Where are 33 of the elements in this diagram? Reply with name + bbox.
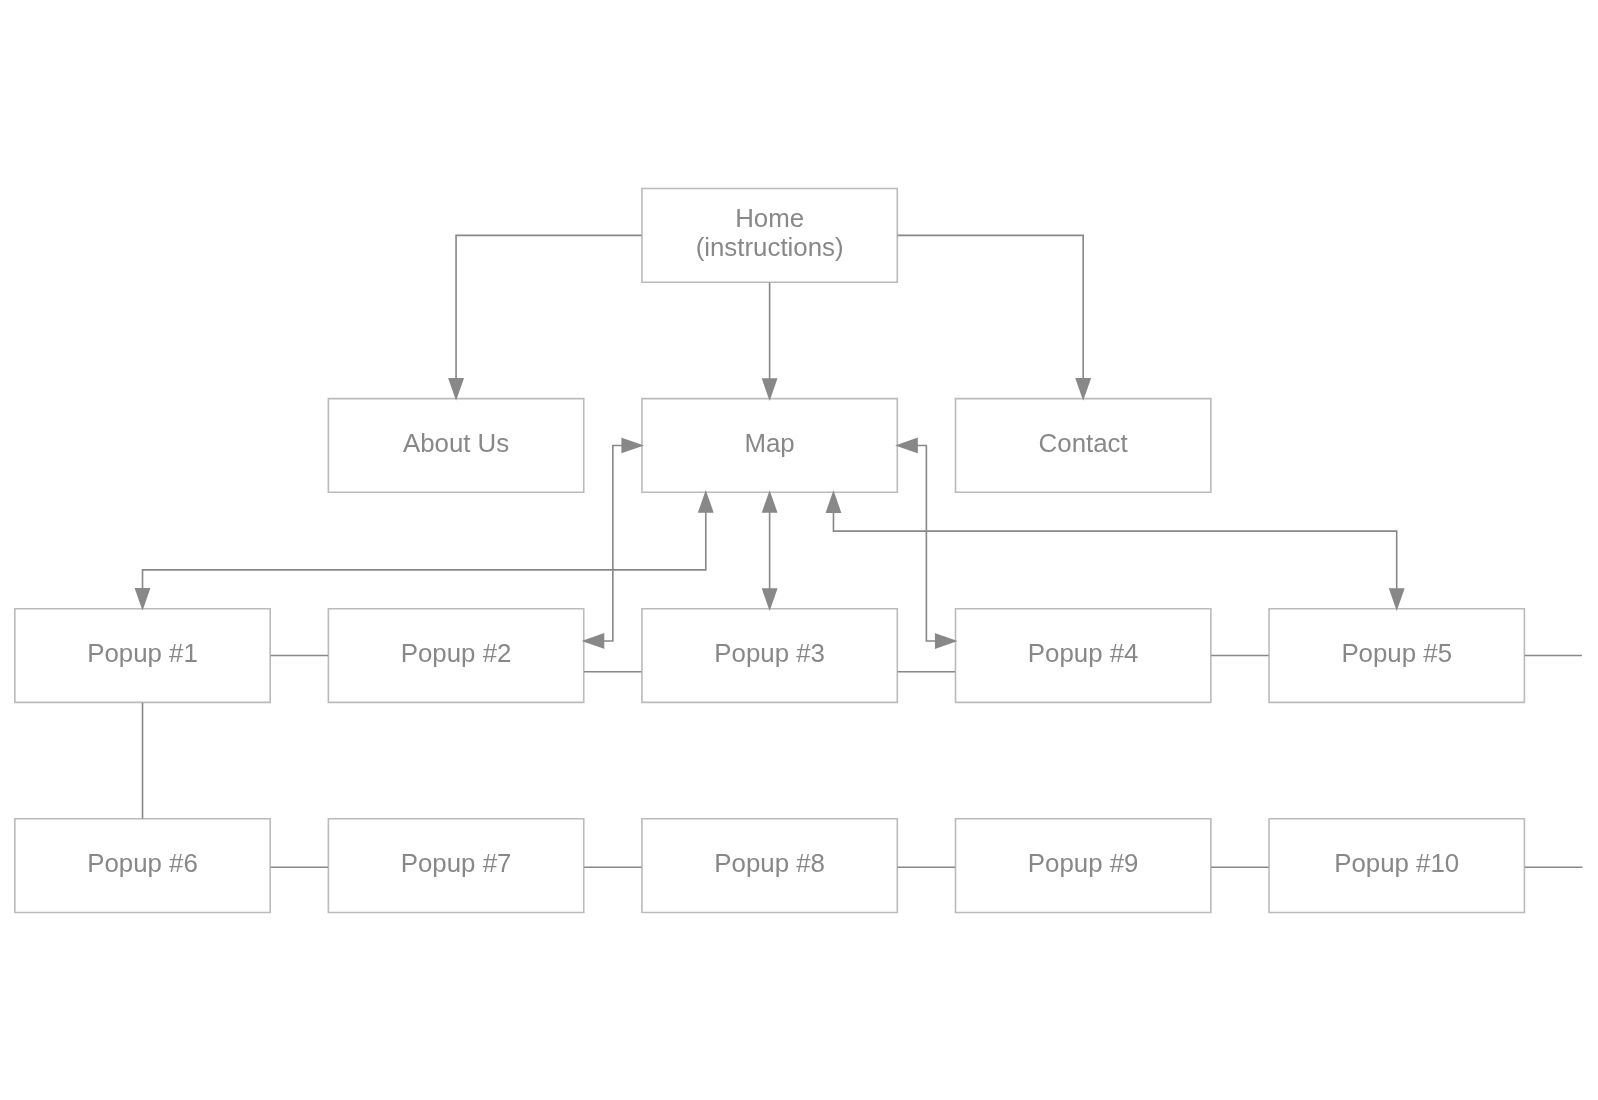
arrow bbox=[896, 234, 1092, 401]
connector bbox=[1523, 865, 1584, 868]
node-box: Popup #1 bbox=[14, 607, 271, 703]
connector bbox=[1210, 865, 1270, 868]
node-box: Popup #10 bbox=[1268, 817, 1526, 913]
connector bbox=[269, 865, 329, 868]
node-box: Popup #4 bbox=[954, 607, 1212, 703]
arrow bbox=[134, 489, 714, 611]
node-box: Contact bbox=[954, 397, 1212, 493]
arrow bbox=[448, 234, 643, 401]
arrow bbox=[761, 281, 778, 401]
arrow bbox=[895, 437, 958, 649]
node-box: Popup #7 bbox=[327, 817, 585, 913]
connector bbox=[269, 654, 329, 656]
arrow bbox=[825, 489, 1405, 611]
connector bbox=[583, 865, 643, 868]
node-box: Popup #8 bbox=[641, 817, 899, 913]
node-box: Popup #6 bbox=[14, 817, 271, 913]
connector bbox=[896, 670, 956, 673]
node-box: Popup #3 bbox=[641, 607, 899, 703]
connector bbox=[1523, 654, 1583, 656]
connector bbox=[1210, 654, 1270, 656]
node-box: Popup #5 bbox=[1268, 607, 1526, 703]
connector bbox=[141, 701, 144, 819]
connector bbox=[583, 670, 643, 673]
node-box: Popup #2 bbox=[327, 607, 585, 703]
arrow bbox=[581, 437, 645, 649]
node-box: Map bbox=[641, 397, 899, 493]
node-box: About Us bbox=[327, 397, 585, 493]
connector bbox=[896, 865, 956, 868]
node-box: Popup #9 bbox=[954, 817, 1212, 913]
arrow bbox=[761, 489, 778, 611]
node-box: Home (instructions) bbox=[641, 187, 899, 283]
